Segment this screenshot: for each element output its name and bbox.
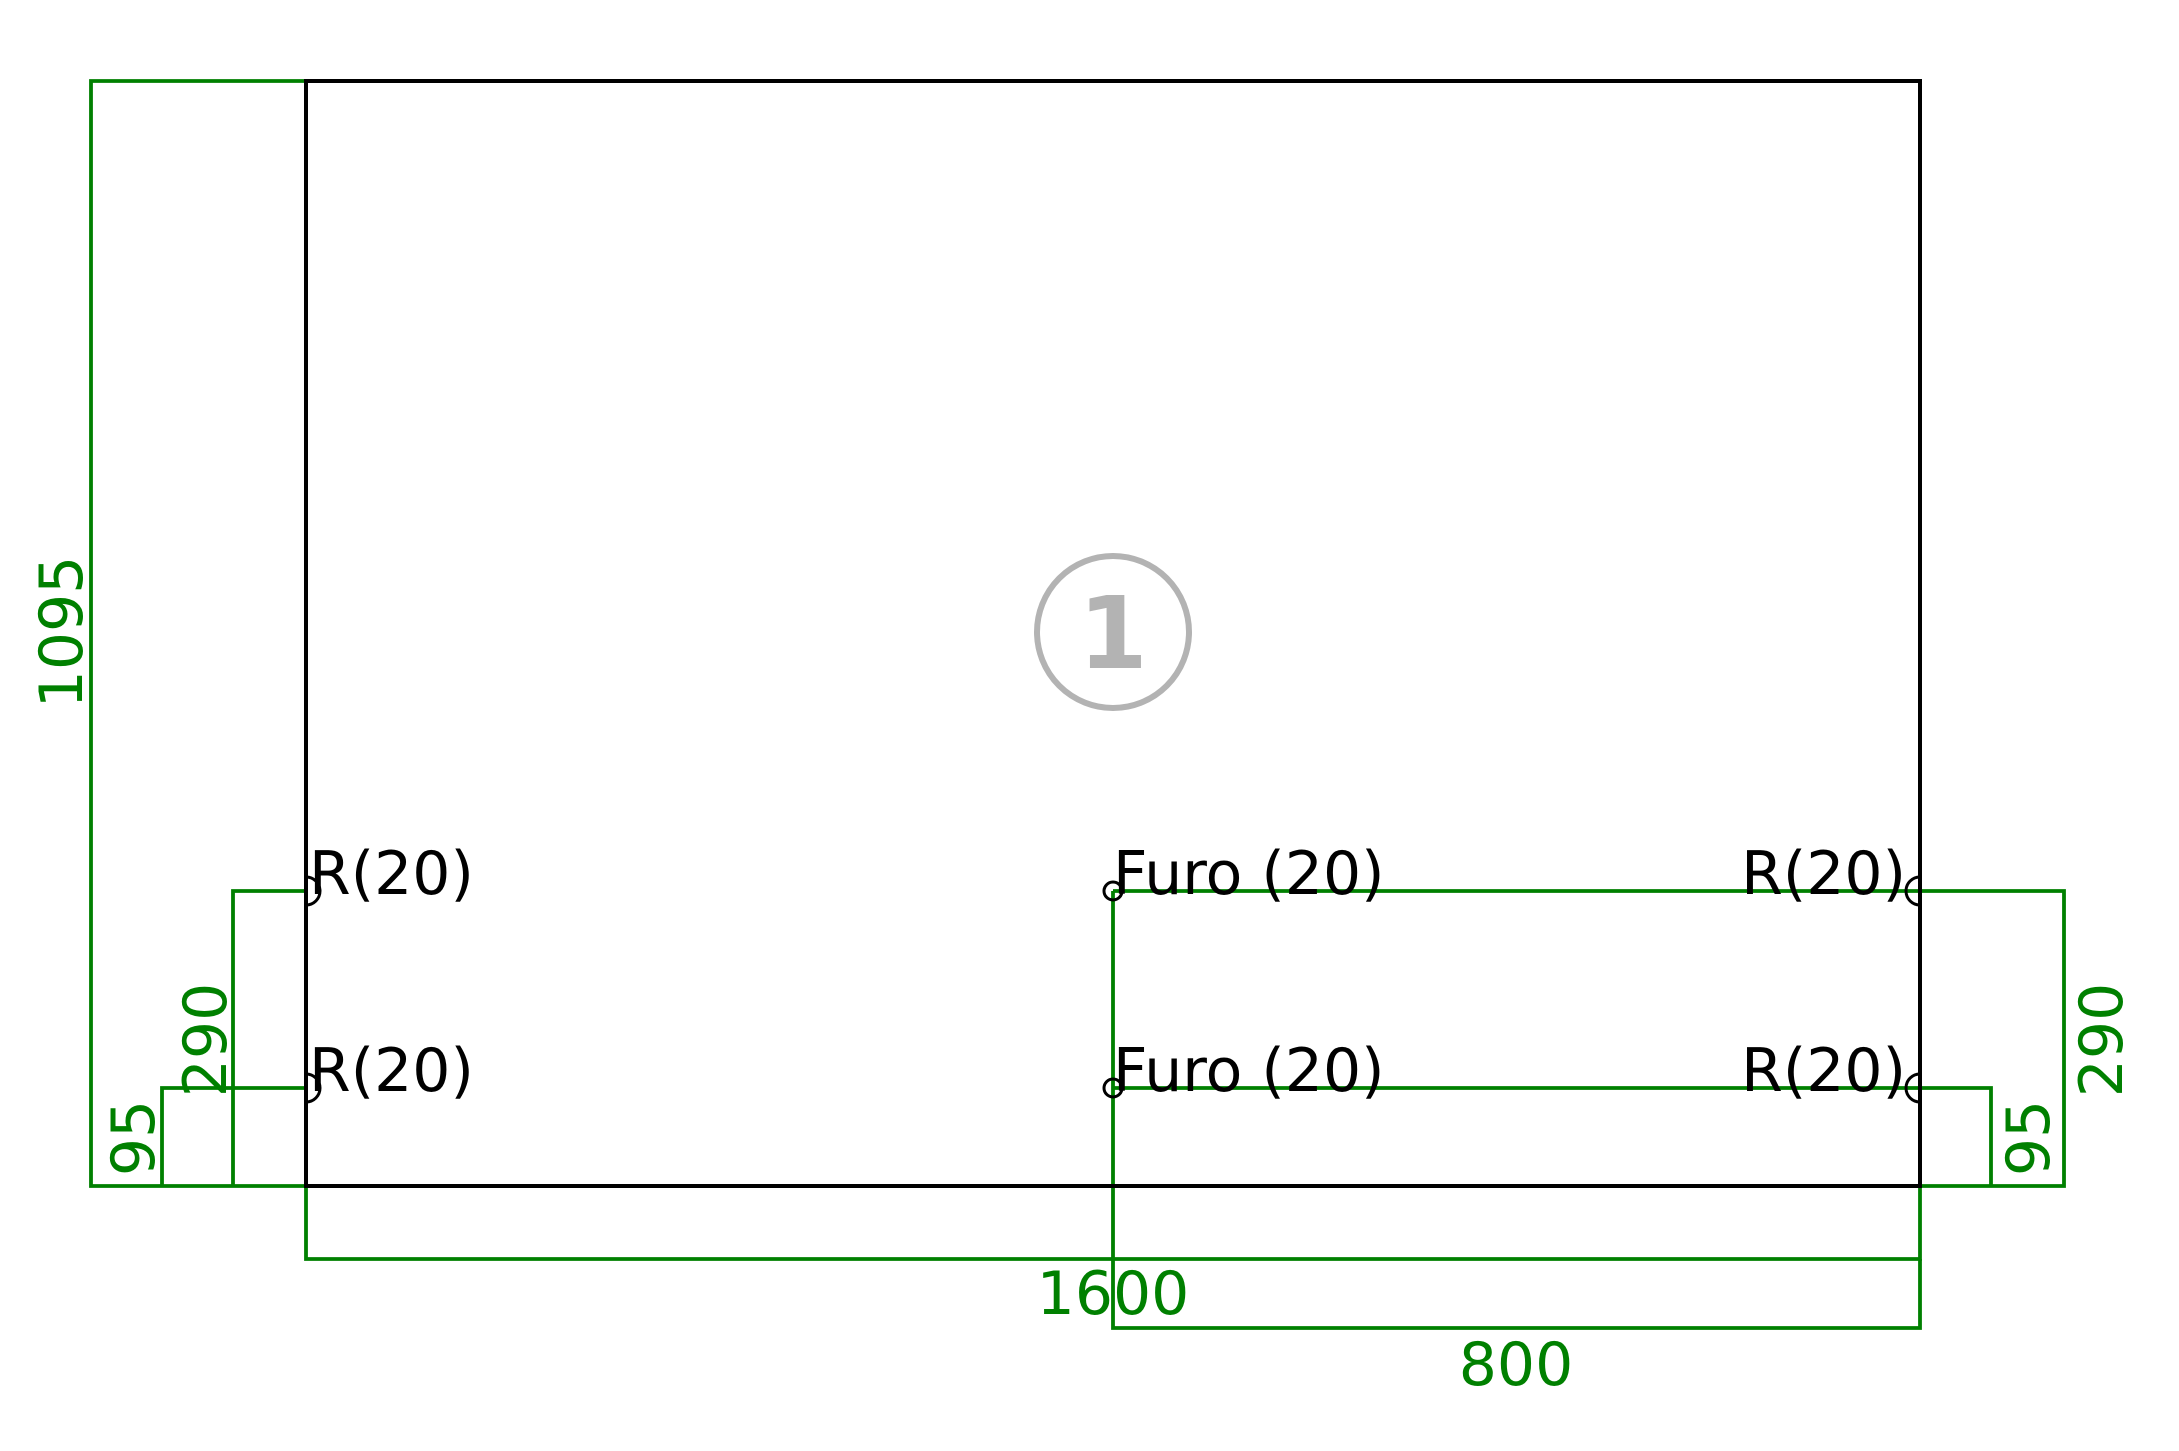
dim-left-upper-label: 290 <box>171 983 241 1098</box>
feature-center-lower-label: Furo (20) <box>1113 1036 1385 1106</box>
dim-right-lower-label: 95 <box>1994 1100 2064 1176</box>
part-number-marker: 1 <box>1034 553 1192 711</box>
dim-right-upper-label: 290 <box>2067 983 2137 1098</box>
dim-half-width-label: 800 <box>1459 1330 1574 1400</box>
hole-lower <box>1102 1077 1124 1099</box>
radius-right-lower-arc <box>1904 1072 1921 1104</box>
dim-right-lower-line <box>1920 1086 1993 1186</box>
feature-center-upper-label: Furo (20) <box>1113 839 1385 909</box>
part-outline <box>304 79 1922 1188</box>
feature-right-lower-label: R(20) <box>1741 1036 1906 1106</box>
hole-upper <box>1102 880 1124 902</box>
feature-left-upper-label: R(20) <box>309 839 474 909</box>
dim-left-lower-label: 95 <box>99 1100 169 1176</box>
dim-overall-height-line <box>89 79 306 1188</box>
radius-right-upper-arc <box>1904 875 1921 907</box>
dim-left-lower-line <box>160 1086 306 1186</box>
part-number-circle <box>1034 553 1192 711</box>
radius-left-upper-arc <box>305 875 322 907</box>
feature-right-upper-label: R(20) <box>1741 839 1906 909</box>
dim-left-upper-line <box>231 889 306 1186</box>
radius-left-lower-arc <box>305 1072 322 1104</box>
dim-overall-height-label: 1095 <box>27 556 97 709</box>
feature-left-lower-label: R(20) <box>309 1036 474 1106</box>
dim-half-width-line <box>1111 891 1922 1330</box>
part-number-label: 1 <box>1078 575 1148 692</box>
